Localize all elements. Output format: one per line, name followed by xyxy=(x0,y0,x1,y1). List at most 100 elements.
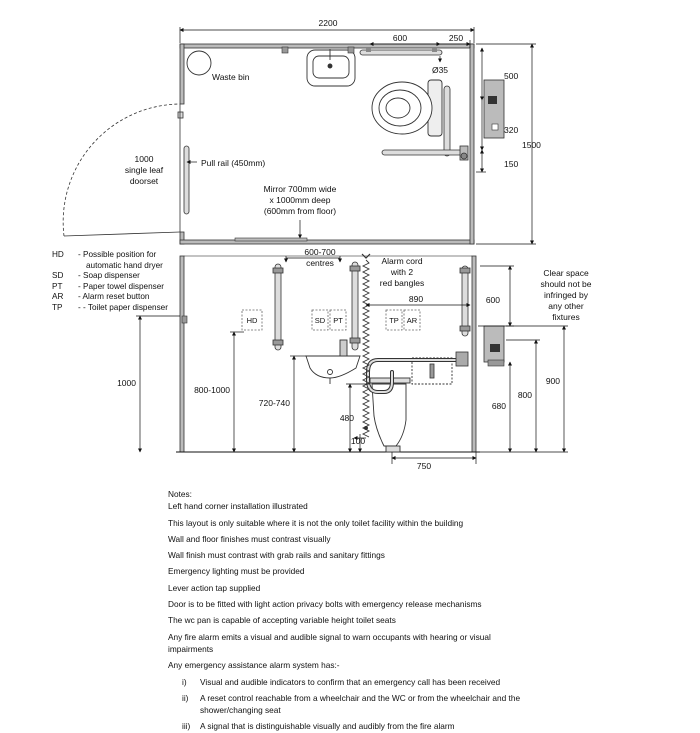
note-item: This layout is only suitable where it is… xyxy=(168,517,464,528)
clear-space-5: fixtures xyxy=(552,312,579,322)
paper-towel-plan xyxy=(347,46,355,54)
legend-abbr: SD xyxy=(52,271,64,281)
dim-890: 890 xyxy=(409,294,423,304)
dim-600-plan: 600 xyxy=(393,33,407,43)
dim-250-plan: 250 xyxy=(449,33,463,43)
clear-space-2: should not be xyxy=(540,279,591,289)
alarm-cord xyxy=(361,253,371,438)
toilet-paper-box xyxy=(385,309,403,331)
flush-panel-elevation xyxy=(483,325,505,367)
legend-row: SD- Soap dispenser xyxy=(52,271,168,282)
pull-rail-label: Pull rail (450mm) xyxy=(201,158,265,168)
dim-680: 680 xyxy=(492,401,506,411)
dim-600-elev: 600 xyxy=(486,295,500,305)
dim-total-width: 2200 xyxy=(319,18,338,28)
note-item: Lever action tap supplied xyxy=(168,582,261,593)
legend-abbr: AR xyxy=(52,292,64,302)
dim-500-plan: 500 xyxy=(504,71,518,81)
elevation-walls xyxy=(179,255,477,453)
box-sd-label: SD xyxy=(315,316,326,325)
dim-1000-elev: 1000 xyxy=(117,378,136,388)
alarm-reset-box xyxy=(403,309,421,331)
note-sub-number: iii) xyxy=(182,721,191,732)
clear-space-1: Clear space xyxy=(543,268,589,278)
mirror-label-2: x 1000mm deep xyxy=(270,195,331,205)
alarm-label-2: with 2 xyxy=(390,267,413,277)
alarm-label-3: red bangles xyxy=(380,278,424,288)
elevation-dimension-lines xyxy=(136,256,568,464)
legend-text: automatic hand dryer xyxy=(86,260,163,270)
grab-rail-vertical-right xyxy=(459,265,471,337)
basin-elevation xyxy=(305,339,361,384)
note-sub-item: i) Visual and audible indicators to conf… xyxy=(168,676,678,688)
dim-320-plan: 320 xyxy=(504,125,518,135)
note-sub-text: A reset control reachable from a wheelch… xyxy=(200,692,521,703)
mirror-plan xyxy=(234,237,308,242)
hinged-support-rail-elevation xyxy=(366,351,469,394)
dim-150-plan: 150 xyxy=(504,159,518,169)
box-ar-label: AR xyxy=(407,316,418,325)
note-item: The wc pan is capable of accepting varia… xyxy=(168,615,396,626)
flush-panel-plan xyxy=(483,79,505,139)
dim-diameter: Ø35 xyxy=(432,65,448,75)
legend-text: - Possible position for xyxy=(78,250,157,259)
note-fire-alarm-cont: impairments xyxy=(168,643,214,654)
hand-dryer-box xyxy=(241,309,263,331)
legend-row: AR - Alarm reset button xyxy=(52,292,168,303)
note-sub-number: i) xyxy=(182,676,187,687)
soap-dispenser-plan xyxy=(281,46,289,54)
legend-row: TP- - Toilet paper dispenser xyxy=(52,303,168,314)
notes-heading: Notes: xyxy=(168,489,192,499)
wc-pan-plan xyxy=(371,79,443,137)
wc-elevation xyxy=(369,357,453,453)
note-alarm-intro: Any emergency assistance alarm system ha… xyxy=(168,660,340,671)
waste-bin-icon xyxy=(186,50,212,76)
dim-900: 900 xyxy=(546,376,560,386)
legend-abbr: HD xyxy=(52,250,64,259)
box-pt-label: PT xyxy=(333,316,343,325)
legend-text: - Alarm reset button xyxy=(78,292,150,302)
legend-row: HD - Possible position for xyxy=(52,250,168,261)
legend-text: - - Toilet paper dispenser xyxy=(78,302,168,312)
dim-100: 100 xyxy=(351,436,365,446)
note-sub-text: Visual and audible indicators to confirm… xyxy=(200,676,501,687)
centres-label-1: 600-700 xyxy=(304,247,335,257)
note-item: Wall and floor finishes must contrast vi… xyxy=(168,533,331,544)
legend-row: automatic hand dryer xyxy=(52,261,168,272)
alarm-label-1: Alarm cord xyxy=(381,256,422,266)
dim-750: 750 xyxy=(417,461,431,471)
paper-towel-box xyxy=(329,309,347,331)
box-tp-label: TP xyxy=(389,316,399,325)
door-hinge xyxy=(181,315,188,324)
note-item: Emergency lighting must be provided xyxy=(168,566,305,577)
door-label-2: single leaf xyxy=(125,165,164,175)
plan-view: 2200 600 250 Ø35 500 320 150 1500 Waste … xyxy=(62,18,541,245)
waste-bin-label: Waste bin xyxy=(212,72,250,82)
room-walls xyxy=(179,43,475,245)
note-item: Left hand corner installation illustrate… xyxy=(168,501,308,512)
note-sub-text: A signal that is distinguishable visuall… xyxy=(200,721,455,732)
grab-rail-plan-top xyxy=(359,48,443,56)
note-sub-number: ii) xyxy=(182,692,189,703)
basin-plan xyxy=(306,49,356,87)
dim-800-elev: 800 xyxy=(518,390,532,400)
centres-label-2: centres xyxy=(306,258,334,268)
mirror-label-3: (600mm from floor) xyxy=(264,206,336,216)
grab-rail-vertical-centre xyxy=(349,261,361,351)
dim-1500-plan: 1500 xyxy=(522,140,541,150)
note-sub-item: iii) A signal that is distinguishable vi… xyxy=(168,720,678,732)
note-fire-alarm: Any fire alarm emits a visual and audibl… xyxy=(168,631,491,642)
note-item: Wall finish must contrast with grab rail… xyxy=(168,550,385,561)
clear-space-4: any other xyxy=(548,301,584,311)
door-swing xyxy=(62,103,181,237)
hinged-support-rail-plan xyxy=(381,85,469,161)
door-label-3: doorset xyxy=(130,176,159,186)
legend-text: - Paper towel dispenser xyxy=(78,281,165,291)
elevation-view: HD SD PT TP AR xyxy=(117,247,592,471)
dim-800-1000: 800-1000 xyxy=(194,385,230,395)
note-item: Door is to be fitted with light action p… xyxy=(168,599,482,610)
legend-row: PT- Paper towel dispenser xyxy=(52,282,168,293)
note-sub-item: ii) A reset control reachable from a whe… xyxy=(168,692,678,717)
mirror-label-1: Mirror 700mm wide xyxy=(264,184,337,194)
clear-space-3: infringed by xyxy=(544,290,589,300)
